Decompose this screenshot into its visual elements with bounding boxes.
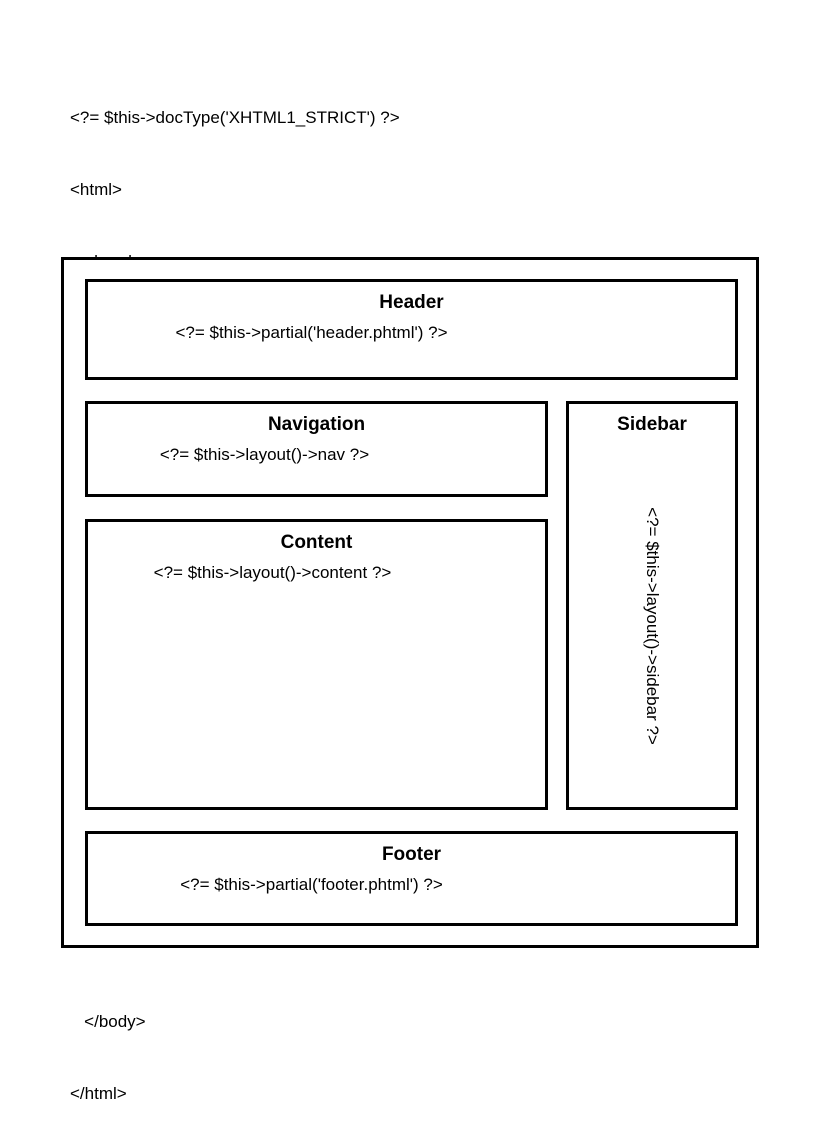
navigation-region-code: <?= $this->layout()->nav ?>: [159, 445, 370, 464]
footer-region-title: Footer: [381, 844, 442, 865]
content-region-code: <?= $this->layout()->content ?>: [153, 563, 392, 582]
navigation-region-title: Navigation: [267, 414, 366, 435]
code-line-doctype: <?= $this->docType('XHTML1_STRICT') ?>: [70, 108, 400, 127]
navigation-region-box: Navigation <?= $this->layout()->nav ?>: [85, 401, 548, 497]
footer-region-box: Footer <?= $this->partial('footer.phtml'…: [85, 831, 738, 926]
footer-region-code: <?= $this->partial('footer.phtml') ?>: [180, 875, 443, 894]
sidebar-rotated-code-area: <?= $this->layout()->sidebar ?>: [569, 448, 735, 803]
code-line-body-close: </body>: [70, 1012, 146, 1031]
header-region-box: Header <?= $this->partial('header.phtml'…: [85, 279, 738, 380]
sidebar-region-title: Sidebar: [617, 414, 687, 435]
content-region-title: Content: [280, 532, 353, 553]
bottom-code-block: </body> </html>: [70, 962, 146, 1130]
page-layout-frame: Header <?= $this->partial('header.phtml'…: [61, 257, 759, 948]
sidebar-region-code: <?= $this->layout()->sidebar ?>: [643, 506, 662, 745]
header-region-title: Header: [379, 292, 444, 313]
code-line-html-close: </html>: [70, 1084, 127, 1103]
code-line-html-open: <html>: [70, 180, 122, 199]
sidebar-region-box: Sidebar <?= $this->layout()->sidebar ?>: [566, 401, 738, 810]
content-region-box: Content <?= $this->layout()->content ?>: [85, 519, 548, 810]
header-region-code: <?= $this->partial('header.phtml') ?>: [175, 323, 448, 342]
